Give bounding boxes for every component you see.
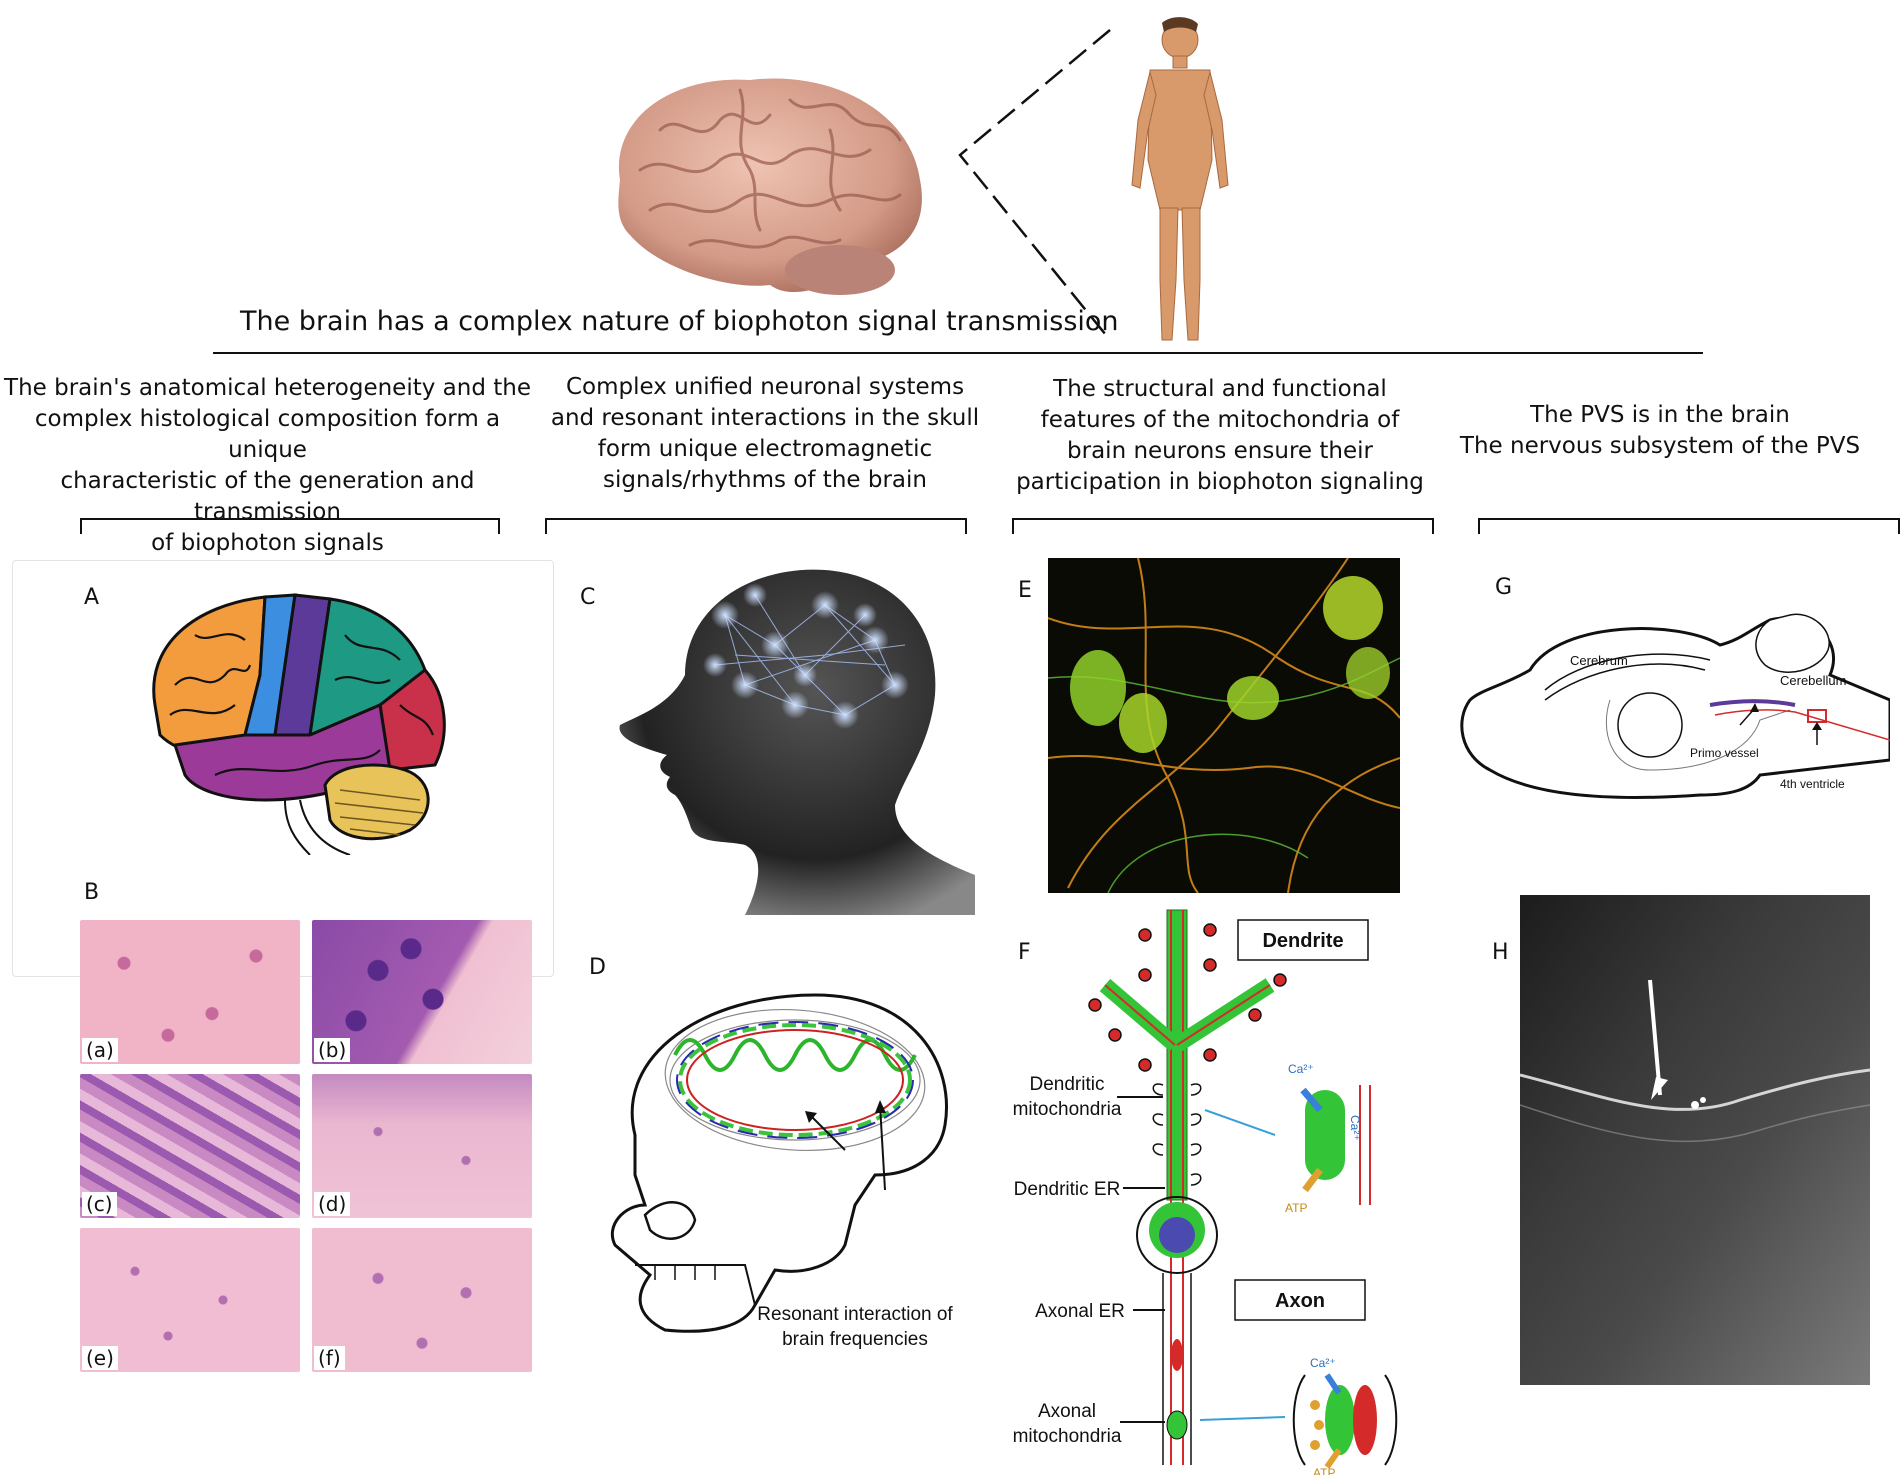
histology-tile-e: (e)	[80, 1228, 300, 1372]
ca-top-label: Ca²⁺	[1288, 1062, 1314, 1076]
histology-tile-f: (f)	[312, 1228, 532, 1372]
primo-vessel-label: Primo vessel	[1690, 746, 1759, 760]
resonant-label-line2: brain frequencies	[782, 1329, 928, 1350]
dendritic-mito-line1: Dendritic	[1030, 1074, 1105, 1095]
axonal-mito-line1: Axonal	[1038, 1401, 1096, 1422]
main-title: The brain has a complex nature of biopho…	[240, 306, 1119, 337]
primo-vessel-brain-diagram: Cerebrum Cerebellum Primo vessel 4th ven…	[1460, 613, 1890, 799]
bracket-1	[80, 518, 500, 534]
axon-label: Axon	[1275, 1290, 1325, 1312]
panel-b-label: B	[84, 880, 100, 905]
connector-lines	[958, 29, 1111, 341]
body-illustration	[1131, 17, 1229, 341]
dendrite-label: Dendrite	[1262, 930, 1343, 952]
panel-a-label: A	[84, 585, 100, 610]
histology-tag-e: (e)	[82, 1346, 118, 1370]
bracket-4	[1478, 518, 1900, 534]
axonal-mito-line2: mitochondria	[1013, 1426, 1122, 1447]
histology-tag-b: (b)	[314, 1038, 351, 1062]
histology-tile-b: (b)	[312, 920, 532, 1064]
primo-vessel-micrograph	[1520, 895, 1870, 1385]
histology-tile-d: (d)	[312, 1074, 532, 1218]
ca-bottom-label: Ca²⁺	[1310, 1356, 1336, 1370]
skull-resonance-diagram: Resonant interaction of brain frequencie…	[610, 993, 953, 1350]
panel-c-label: C	[580, 585, 596, 610]
lobes-brain-diagram	[152, 593, 446, 855]
column-3-heading: The structural and functional features o…	[1016, 376, 1424, 495]
mitochondria-fluorescence-image	[1048, 558, 1400, 893]
ca-side-label: Ca²⁺	[1348, 1115, 1362, 1141]
atp-bottom-label: ATP	[1313, 1466, 1335, 1475]
neuron-mitochondria-diagram: Dendrite Axon Dendritic mitochondria Den…	[1013, 909, 1398, 1475]
column-1-heading: The brain's anatomical heterogeneity and…	[4, 375, 531, 556]
panel-h-label: H	[1492, 940, 1509, 965]
title-rule	[213, 352, 1703, 354]
top-brain-illustration	[618, 78, 922, 295]
cerebellum-label: Cerebellum	[1780, 673, 1846, 688]
dendritic-mito-line2: mitochondria	[1013, 1099, 1122, 1120]
dendritic-er-label: Dendritic ER	[1014, 1179, 1121, 1200]
column-2-heading: Complex unified neuronal systems and res…	[550, 374, 980, 493]
column-4-heading: The PVS is in the brain The nervous subs…	[1459, 402, 1861, 459]
axonal-er-label: Axonal ER	[1035, 1301, 1125, 1322]
panel-d-label: D	[589, 955, 606, 980]
resonant-label-line1: Resonant interaction of	[757, 1304, 953, 1325]
histology-tile-c: (c)	[80, 1074, 300, 1218]
panel-e-label: E	[1018, 578, 1032, 603]
histology-tag-f: (f)	[314, 1346, 345, 1370]
bracket-3	[1012, 518, 1434, 534]
glowing-neural-head	[619, 569, 975, 915]
histology-tag-d: (d)	[314, 1192, 351, 1216]
atp-top-label: ATP	[1285, 1201, 1307, 1215]
histology-tag-c: (c)	[82, 1192, 117, 1216]
panel-f-label: F	[1018, 940, 1031, 965]
panel-g-label: G	[1495, 575, 1513, 600]
cerebrum-label: Cerebrum	[1570, 653, 1628, 668]
histology-tile-a: (a)	[80, 920, 300, 1064]
fourth-ventricle-label: 4th ventricle	[1780, 777, 1845, 791]
histology-tag-a: (a)	[82, 1038, 118, 1062]
bracket-2	[545, 518, 967, 534]
